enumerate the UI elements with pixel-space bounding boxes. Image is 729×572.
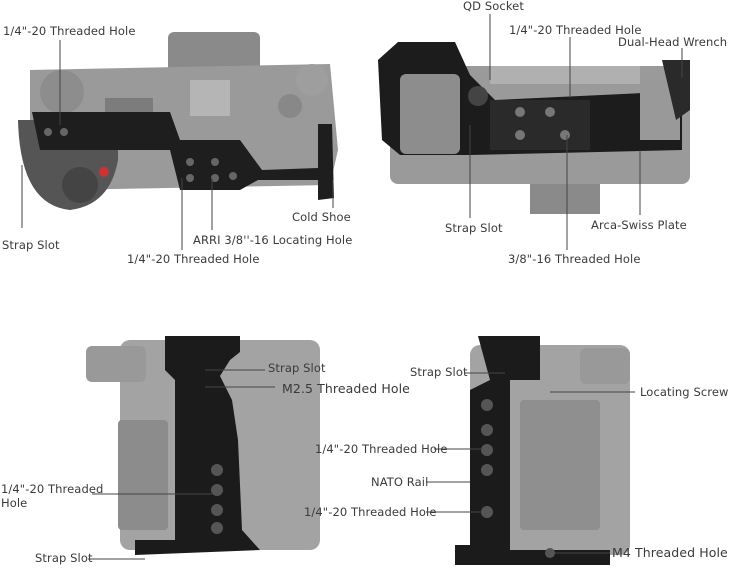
top-view-camera: [18, 32, 338, 210]
label-bottom-threaded-hole: 1/4"-20 Threaded Hole: [509, 23, 642, 37]
label-top-threaded-hole: 1/4"-20 Threaded Hole: [3, 24, 136, 38]
bottom-view-camera: [378, 42, 690, 214]
label-dual-head-wrench: Dual-Head Wrench: [618, 35, 728, 49]
label-nato-rail: NATO Rail: [371, 475, 429, 489]
label-left-strap-slot-bottom: Strap Slot: [35, 551, 93, 565]
label-left-strap-slot-top: Strap Slot: [268, 361, 326, 375]
right-side-view-camera: [455, 336, 630, 565]
label-arri-locating-hole: ARRI 3/8''-16 Locating Hole: [193, 233, 353, 247]
label-right-strap-slot: Strap Slot: [410, 365, 468, 379]
label-threaded-hole-38: 3/8"-16 Threaded Hole: [508, 252, 641, 266]
label-m25-threaded-hole: M2.5 Threaded Hole: [282, 381, 410, 396]
label-qd-socket: QD Socket: [463, 0, 524, 13]
label-right-threaded-hole-bottom: 1/4"-20 Threaded Hole: [304, 505, 437, 519]
label-left-threaded-hole: 1/4"-20 Threaded Hole: [1, 482, 104, 510]
label-bottom-strap-slot: Strap Slot: [445, 221, 503, 235]
leader-lines: [21, 14, 683, 560]
label-arca-swiss-plate: Arca-Swiss Plate: [591, 218, 687, 232]
label-cold-shoe: Cold Shoe: [292, 210, 351, 224]
label-m4-threaded-hole: M4 Threaded Hole: [612, 545, 728, 560]
left-side-view-camera: [86, 336, 320, 555]
label-locating-screw: Locating Screw: [640, 385, 729, 399]
label-right-threaded-hole-top: 1/4"-20 Threaded Hole: [315, 442, 448, 456]
label-top-strap-slot: Strap Slot: [2, 238, 60, 252]
label-top-threaded-hole-lower: 1/4"-20 Threaded Hole: [127, 252, 260, 266]
